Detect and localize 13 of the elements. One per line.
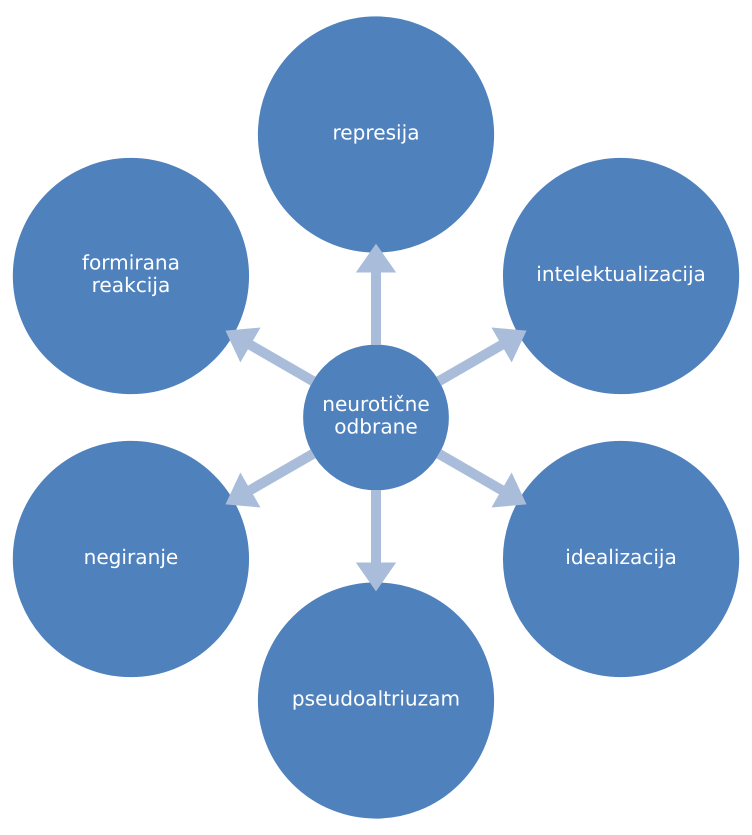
arrow	[225, 449, 316, 508]
node-circle: negiranje	[12, 440, 250, 678]
arrow	[436, 328, 527, 386]
arrow	[356, 244, 396, 345]
node-circle: neurotične odbrane	[303, 344, 449, 490]
node-circle: pseudoaltriuzam	[258, 582, 494, 819]
node-circle: idealizacija	[502, 440, 740, 678]
node-circle: represija	[258, 16, 494, 253]
node-circle: formirana reakcija	[12, 158, 250, 394]
node-circle: intelektualizacija	[502, 158, 740, 394]
arrow	[356, 490, 396, 592]
arrow	[436, 449, 527, 508]
arrow	[225, 328, 316, 386]
